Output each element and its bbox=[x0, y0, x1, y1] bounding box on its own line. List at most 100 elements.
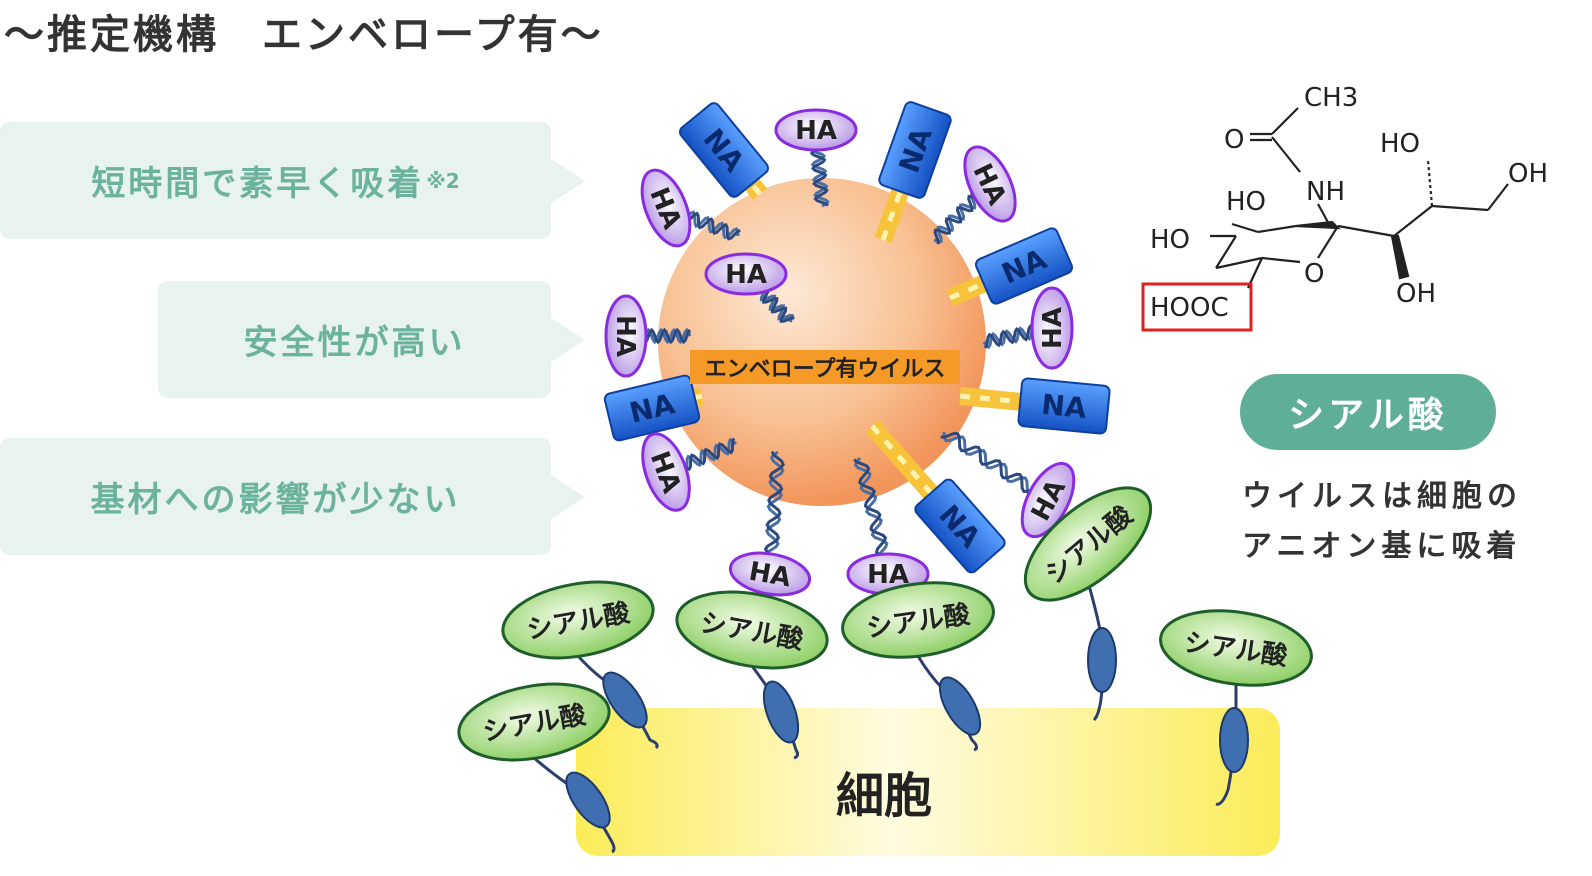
na-spike: NA bbox=[874, 101, 952, 244]
virus-label: エンベロープ有ウイルス bbox=[705, 356, 946, 382]
sialic-acid-receptor: シアル酸 bbox=[841, 581, 995, 752]
hooc-highlight-box bbox=[1141, 282, 1253, 332]
description-line-2: アニオン基に吸着 bbox=[1242, 529, 1522, 564]
ha-ellipse bbox=[704, 252, 788, 296]
na-box bbox=[603, 374, 701, 442]
ha-spike: HA bbox=[774, 108, 858, 208]
ha-ellipse bbox=[728, 551, 812, 597]
mol-ho-ring: HO bbox=[1226, 187, 1266, 217]
na-box bbox=[974, 227, 1074, 305]
mol-o: O bbox=[1224, 125, 1244, 155]
cell-membrane bbox=[576, 708, 1280, 856]
ha-ellipse bbox=[1020, 461, 1076, 539]
ha-spike: HA bbox=[641, 432, 738, 512]
receptor-ellipse bbox=[457, 682, 611, 762]
receptor-ellipse bbox=[1023, 486, 1153, 602]
cell-label: 細胞 bbox=[836, 768, 932, 824]
na-spike: NA bbox=[679, 102, 769, 200]
page-title: ～推定機構 エンベロープ有～ bbox=[4, 12, 604, 58]
ha-ellipse bbox=[641, 432, 691, 512]
mol-ho-top: HO bbox=[1380, 129, 1420, 159]
ha-head: HA bbox=[640, 168, 692, 248]
bubble-text: 安全性が高い bbox=[243, 323, 466, 363]
ha-head: HA bbox=[774, 108, 858, 152]
mol-oh-right: OH bbox=[1508, 159, 1548, 189]
receptor-anchor bbox=[1087, 627, 1117, 693]
mol-ho-left: HO bbox=[1150, 225, 1190, 255]
receptor-anchor bbox=[762, 680, 800, 744]
receptor-head: シアル酸 bbox=[501, 580, 655, 660]
ha-head: HA bbox=[1020, 461, 1076, 539]
na-head: NA bbox=[974, 227, 1074, 305]
receptor-anchor bbox=[602, 671, 648, 729]
receptor-anchor bbox=[938, 676, 982, 736]
receptor-ellipse bbox=[501, 580, 655, 660]
na-head: NA bbox=[603, 374, 701, 442]
ha-ellipse bbox=[963, 145, 1017, 223]
footnote-mark: ※2 bbox=[426, 168, 460, 193]
receptor-head: シアル酸 bbox=[1159, 609, 1313, 687]
ha-label: HA bbox=[725, 260, 767, 290]
description-line-1: ウイルスは細胞の bbox=[1242, 479, 1522, 514]
mol-o-ring: O bbox=[1304, 259, 1324, 289]
speech-bubble-low-impact: 基材への影響が少ない bbox=[0, 438, 585, 555]
receptor-anchor bbox=[1219, 707, 1249, 773]
ha-spike: HA bbox=[933, 145, 1017, 245]
mol-oh-bottom: OH bbox=[1396, 279, 1436, 309]
receptor-head: シアル酸 bbox=[675, 590, 829, 670]
ha-label: HA bbox=[1038, 307, 1068, 349]
receptor-anchor bbox=[565, 771, 611, 829]
na-head: NA bbox=[1017, 377, 1111, 435]
virus-label-box bbox=[690, 350, 960, 384]
na-spike: NA bbox=[603, 374, 705, 442]
ha-head: HA bbox=[604, 294, 648, 378]
sialic-acid-receptors: シアル酸シアル酸シアル酸シアル酸シアル酸シアル酸 bbox=[457, 486, 1313, 854]
na-label: NA bbox=[1040, 388, 1088, 425]
ha-ellipse bbox=[604, 294, 648, 378]
bubble-text: 短時間で素早く吸着 bbox=[91, 164, 425, 204]
ha-label: HA bbox=[747, 557, 793, 594]
ha-head: HA bbox=[704, 252, 788, 296]
na-box bbox=[878, 101, 952, 199]
bubble-text: 基材への影響が少ない bbox=[90, 480, 461, 520]
receptor-head: シアル酸 bbox=[457, 682, 611, 762]
mol-hooc: HOOC bbox=[1150, 293, 1229, 323]
ha-ellipse bbox=[640, 168, 692, 248]
receptor-ellipse bbox=[841, 581, 995, 659]
ha-head: HA bbox=[641, 432, 691, 512]
mol-nh: NH bbox=[1306, 177, 1345, 207]
sialic-acid-receptor: シアル酸 bbox=[1159, 609, 1313, 806]
na-head: NA bbox=[878, 101, 952, 199]
ha-label: HA bbox=[610, 315, 640, 357]
na-box bbox=[914, 478, 1006, 574]
speech-bubble-safety: 安全性が高い bbox=[158, 281, 585, 398]
ha-spike: HA bbox=[728, 450, 812, 597]
ha-head: HA bbox=[728, 551, 812, 597]
description: ウイルスは細胞の アニオン基に吸着 bbox=[1242, 472, 1522, 572]
ha-ellipse bbox=[774, 108, 858, 152]
receptor-head: シアル酸 bbox=[841, 581, 995, 659]
ha-label: HA bbox=[795, 116, 837, 146]
na-box bbox=[679, 102, 769, 198]
na-spike: NA bbox=[946, 227, 1074, 307]
receptor-ellipse bbox=[1159, 609, 1313, 687]
na-stalk-pattern bbox=[870, 424, 962, 528]
speech-bubble-fast-adsorption: 短時間で素早く吸着※2 bbox=[0, 122, 585, 239]
sialic-acid-receptor: シアル酸 bbox=[675, 590, 829, 760]
ha-spike: HA bbox=[704, 252, 795, 323]
ha-spike: HA bbox=[640, 168, 741, 248]
mol-ch3: CH3 bbox=[1304, 83, 1358, 113]
ha-head: HA bbox=[1030, 286, 1074, 370]
ha-spike: HA bbox=[982, 286, 1074, 370]
sialic-acid-receptor: シアル酸 bbox=[501, 580, 659, 750]
na-spike: NA bbox=[959, 377, 1111, 435]
ha-head: HA bbox=[963, 145, 1017, 223]
na-box bbox=[1017, 377, 1111, 435]
receptor-ellipse bbox=[675, 590, 829, 670]
sialic-acid-badge: シアル酸 bbox=[1240, 374, 1496, 450]
na-stalk-pattern bbox=[880, 149, 918, 241]
ha-spike: HA bbox=[604, 294, 692, 378]
ha-ellipse bbox=[1030, 286, 1074, 370]
ha-spike: HA bbox=[940, 431, 1076, 539]
